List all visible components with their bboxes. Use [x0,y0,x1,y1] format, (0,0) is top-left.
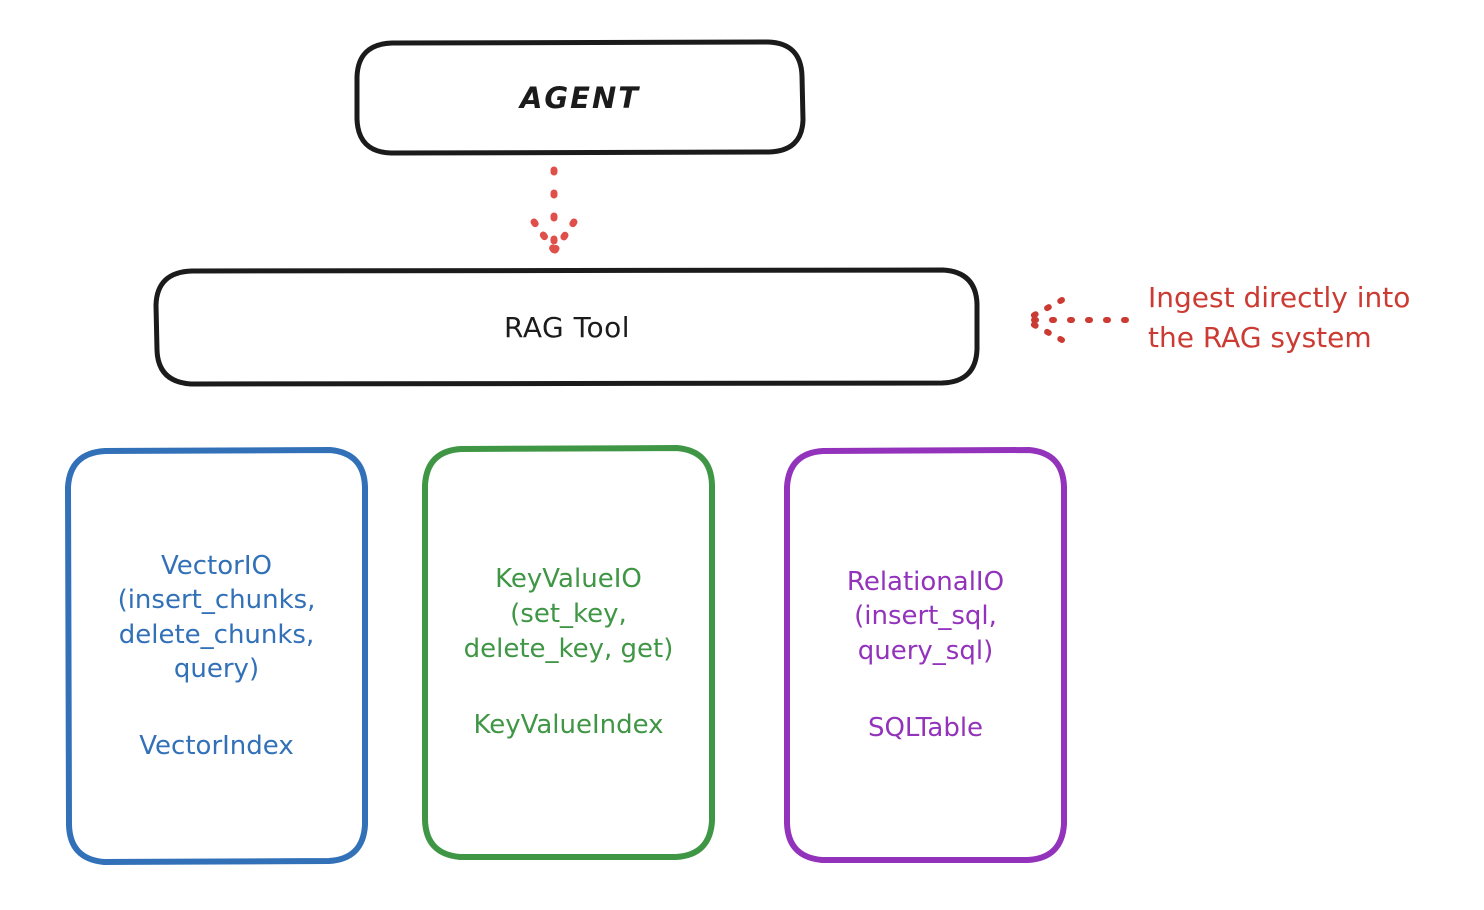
agent-box-outline [354,39,806,156]
relational-io-node[interactable]: RelationalIO (insert_sql, query_sql) SQL… [787,450,1064,860]
vector-io-title: VectorIO (insert_chunks, delete_chunks, … [117,550,316,685]
ingest-annotation-arrow [1024,297,1129,343]
agent-node[interactable]: AGENT [357,42,803,153]
rag-tool-label: RAG Tool [504,310,630,344]
key-value-io-index-label: KeyValueIndex [473,710,664,741]
ingest-annotation-label: Ingest directly into the RAG system [1148,281,1411,354]
relational-io-title: RelationalIO (insert_sql, query_sql) [846,566,1005,666]
agent-to-rag-arrow [530,166,578,254]
rag-tool-box-outline [153,267,980,387]
key-value-io-title: KeyValueIO (set_key, delete_key, get) [463,564,674,664]
agent-label: AGENT [519,80,641,115]
vector-io-box-outline [65,447,368,865]
vector-io-index-label: VectorIndex [139,730,294,761]
key-value-io-box-outline [422,445,715,860]
key-value-io-node[interactable]: KeyValueIO (set_key, delete_key, get) Ke… [425,448,712,857]
relational-io-index-label: SQLTable [867,712,984,743]
relational-io-box-outline [784,447,1067,863]
vector-io-node[interactable]: VectorIO (insert_chunks, delete_chunks, … [68,450,365,862]
rag-tool-node[interactable]: RAG Tool [156,270,978,384]
